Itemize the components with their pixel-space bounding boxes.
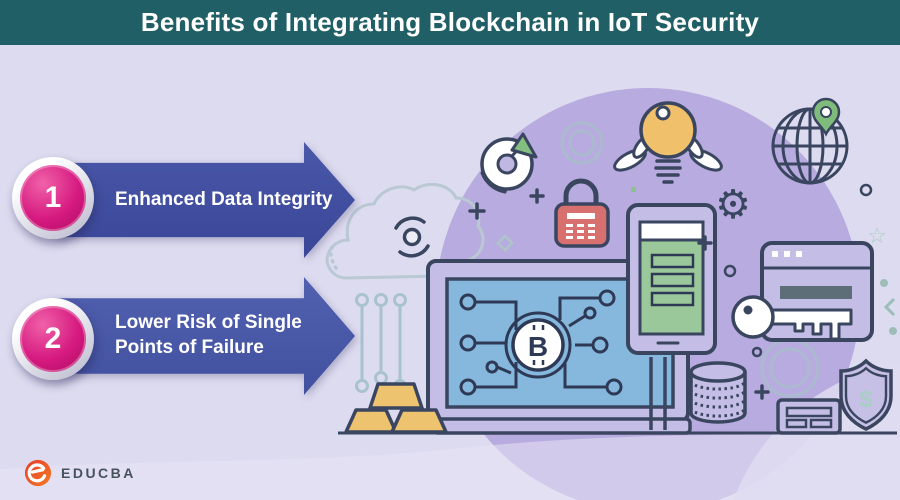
page-title: Benefits of Integrating Blockchain in Io… [140, 7, 760, 37]
pin-decorations [355, 293, 407, 393]
padlock-icon [554, 178, 610, 248]
key-icon [731, 295, 853, 341]
benefit-banner-1: Enhanced Data Integrity [55, 142, 355, 258]
benefit-2-number: 2 [44, 322, 62, 355]
dot-decorations [496, 183, 897, 358]
educba-logo-text: EDUCBA [61, 465, 136, 481]
educba-logo-icon [24, 459, 52, 487]
gold-bars-icon [344, 382, 448, 434]
star-icon: ☆ [867, 223, 887, 248]
pie-chart-icon [480, 132, 538, 194]
globe-location-pin-icon [771, 97, 849, 185]
number-badge-1: 1 [12, 157, 94, 239]
plus-decorations [468, 188, 770, 400]
bottom-wave [0, 434, 900, 500]
cloud-icon [325, 182, 485, 280]
benefit-2-label: Lower Risk of Single Points of Failure [115, 312, 302, 358]
sync-arrows-icon [394, 216, 430, 258]
credit-card-icon [776, 398, 842, 435]
illustration: ⚙ B [0, 88, 900, 500]
coin-stack-icon [689, 361, 747, 424]
shield-dollar-symbol: $ [859, 386, 873, 413]
benefit-1-label: Enhanced Data Integrity [115, 188, 333, 210]
number-badge-2: 2 [12, 298, 94, 380]
security-shield-icon: $ [839, 358, 893, 431]
smartphone-checklist-icon [626, 203, 717, 430]
title-bar: Benefits of Integrating Blockchain in Io… [0, 0, 900, 45]
educba-logo: EDUCBA [24, 459, 136, 487]
bitcoin-symbol: B [528, 331, 548, 362]
bitcoin-coin-icon: B [504, 311, 572, 379]
gear-icon: ⚙ [715, 183, 751, 227]
benefit-banner-2: Lower Risk of Single Points of Failure [55, 277, 355, 395]
idea-lightbulb-icon [613, 101, 723, 184]
benefit-1-number: 1 [44, 181, 62, 214]
